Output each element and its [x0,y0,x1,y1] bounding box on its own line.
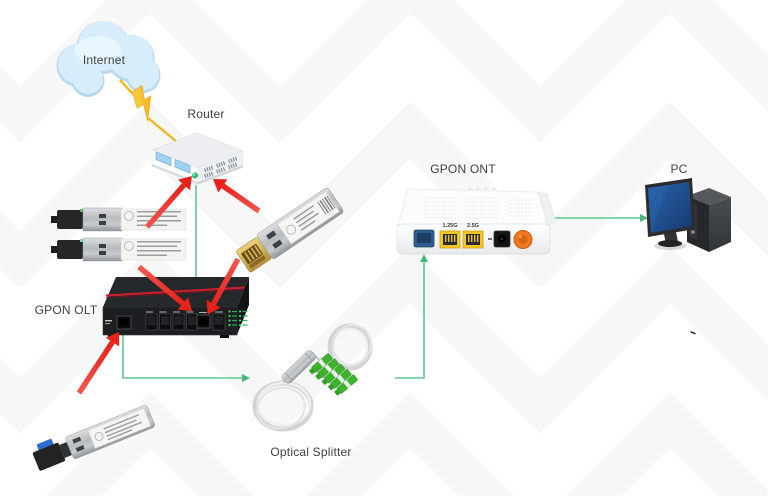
olt-rj45-ports [145,311,198,331]
link-arrowhead-right-icon [640,214,648,222]
router-lan-port [174,159,191,174]
ont-lan-port-2g5 [462,230,484,249]
sc-apc-connectors [308,353,358,396]
sfp-module-top [51,207,187,232]
internet-label: Internet [82,53,126,67]
lightning-bolt-icon [119,79,178,143]
pc-device [645,178,731,335]
red-arrow-sfp-pair-to-olt [137,264,193,312]
link-olt-to-splitter [122,331,242,379]
sfp-module-pair [51,207,187,262]
gpon-olt-label: GPON OLT [34,303,98,317]
splitter-body-cylinder [282,350,316,384]
internet-cloud-icon [56,21,161,97]
red-arrow-copper-sfp-to-router [213,179,261,214]
ont-port-label-1g25: 1.25G [442,223,458,229]
red-arrow-sc-sfp-to-olt [76,331,120,395]
copper-rj45-sfp-module [236,187,344,273]
optical-splitter-device [252,323,373,432]
ont-reset-hole [488,238,492,240]
gpon-olt-device [102,277,249,338]
gpon-sc-sfp-module [32,405,155,471]
gpon-ont-label: GPON ONT [430,162,496,176]
link-arrowhead-up-icon [420,254,428,262]
ont-status-leds [469,188,495,190]
sfp-module-bottom [51,237,187,262]
gpon-ont-device [396,188,557,255]
router-device [151,132,244,185]
router-wan-port [155,151,172,166]
pc-label: PC [670,162,688,176]
fiber-coil-top [327,323,373,371]
ont-lan-port-1g25 [439,230,461,249]
ont-vent-pattern [424,197,532,219]
olt-status-leds [228,310,248,327]
pc-tower [687,188,731,335]
pc-monitor [645,178,695,250]
link-arrowhead-right-icon [242,374,250,382]
router-power-led [190,171,200,180]
red-arrow-sfp-pair-to-router [144,175,192,229]
router-label: Router [187,107,225,121]
red-annotation-arrows [76,175,261,395]
red-arrow-copper-sfp-to-olt [206,257,241,315]
ont-fiber-connector-orange [513,230,533,249]
fiber-coil-bottom [252,380,314,432]
optical-splitter-label: Optical Splitter [270,445,352,459]
ont-power-jack [493,230,511,248]
ont-port-label-2g5: 2.5G [467,223,479,229]
router-vent-grilles [204,156,238,179]
link-splitter-to-ont [395,262,425,379]
